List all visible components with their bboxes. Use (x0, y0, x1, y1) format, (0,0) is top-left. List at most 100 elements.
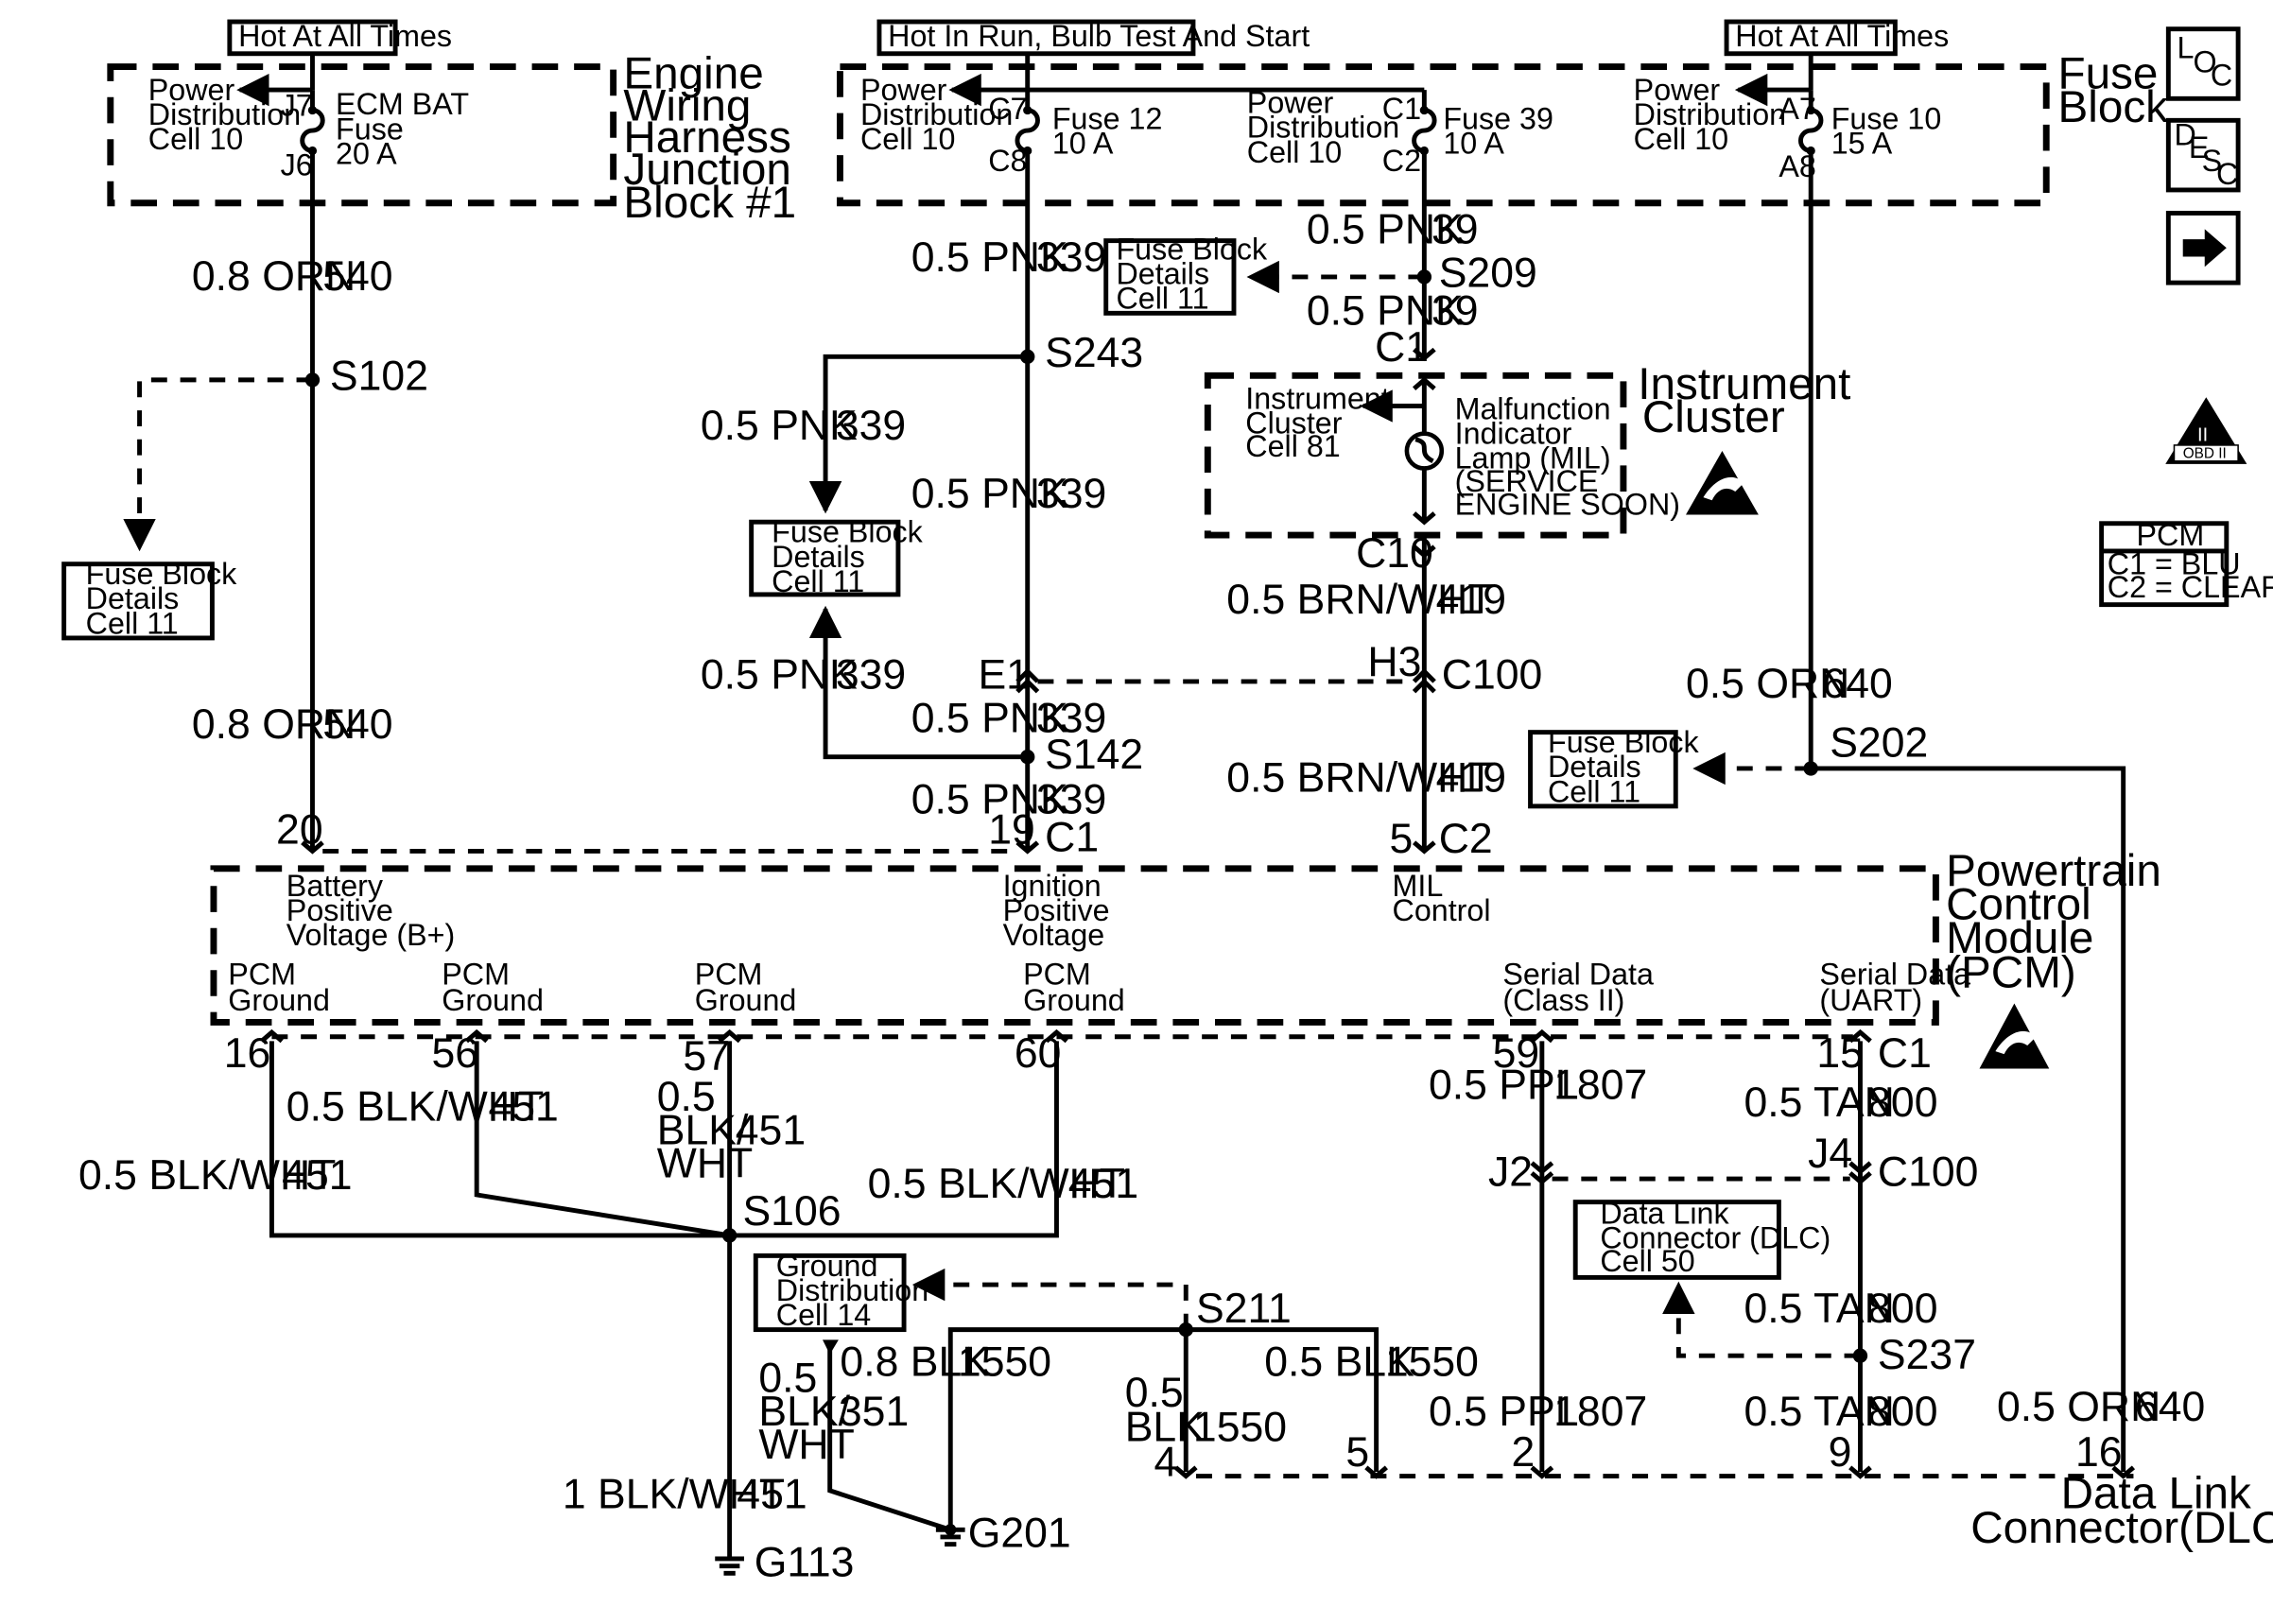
svg-text:Fuse Block: Fuse Block (1116, 233, 1267, 267)
svg-text:C7: C7 (988, 92, 1027, 126)
svg-text:Control: Control (1946, 880, 2091, 930)
svg-text:351: 351 (839, 1389, 909, 1435)
svg-text:Distribution: Distribution (776, 1273, 928, 1307)
svg-text:G113: G113 (755, 1539, 855, 1585)
svg-text:339: 339 (1036, 777, 1106, 823)
pcm-connector-legend: PCM C1 = BLU C2 = CLEAR (2099, 518, 2273, 608)
circuit-640: 0.5 ORN 640 S202 0.5 ORN 640 16 (1686, 171, 2205, 1479)
svg-text:Data Link: Data Link (2061, 1468, 2251, 1518)
data-link-connector: Data Link Connector(DLC) (1196, 1468, 2273, 1553)
svg-text:540: 540 (322, 701, 392, 748)
next-page-arrow-icon[interactable] (2165, 211, 2241, 285)
svg-text:Cell 11: Cell 11 (772, 564, 864, 598)
svg-text:C1: C1 (1045, 814, 1099, 860)
svg-text:4: 4 (1154, 1440, 1177, 1486)
svg-text:Instrument: Instrument (1638, 359, 1850, 409)
loc-icon[interactable]: L O C (2165, 26, 2241, 101)
svg-text:59: 59 (1493, 1030, 1540, 1077)
svg-text:Cluster: Cluster (1642, 392, 1785, 442)
splice-s202: S202 (1830, 720, 1928, 767)
svg-text:ENGINE SOON): ENGINE SOON) (1455, 488, 1680, 522)
svg-text:0.5 TAN: 0.5 TAN (1744, 1080, 1895, 1126)
svg-text:(Class II): (Class II) (1502, 983, 1624, 1017)
svg-text:0.5 BRN/WHT: 0.5 BRN/WHT (1226, 577, 1493, 623)
svg-text:1807: 1807 (1553, 1063, 1647, 1109)
hot-label-left: Hot At All Times (227, 19, 452, 57)
svg-text:2: 2 (1512, 1429, 1536, 1476)
svg-text:0.5 BLK/WHT: 0.5 BLK/WHT (868, 1161, 1125, 1207)
svg-text:BLK/: BLK/ (657, 1107, 749, 1153)
ref-ground-distribution[interactable]: Ground Distribution Cell 14 (753, 1249, 928, 1333)
svg-text:Power: Power (1247, 86, 1334, 120)
svg-text:Fuse Block: Fuse Block (1548, 725, 1699, 759)
svg-text:C10: C10 (1356, 530, 1433, 577)
svg-text:Control: Control (1393, 893, 1491, 927)
svg-text:Fuse Block: Fuse Block (86, 557, 237, 591)
ref-fuse-block-right[interactable]: Fuse Block Details Cell 11 (1528, 725, 1700, 809)
splice-s237: S237 (1878, 1332, 1976, 1378)
splice-s243: S243 (1045, 330, 1143, 376)
svg-text:1550: 1550 (1193, 1405, 1287, 1451)
desc-icon[interactable]: D E S C (2165, 117, 2241, 193)
svg-text:Ground: Ground (776, 1249, 878, 1283)
svg-text:(UART): (UART) (1819, 983, 1922, 1017)
svg-text:C2 = CLEAR: C2 = CLEAR (2108, 570, 2273, 604)
svg-text:0.5 PNK: 0.5 PNK (1307, 288, 1464, 335)
svg-text:0.5 BLK/WHT: 0.5 BLK/WHT (78, 1152, 336, 1199)
svg-text:20: 20 (276, 807, 323, 854)
circuit-800: 15 C1 0.5 TAN 800 J4 C100 0.5 TAN 800 S2… (1662, 1028, 1979, 1479)
svg-text:800: 800 (1867, 1080, 1937, 1126)
svg-text:0.5 BLK/WHT: 0.5 BLK/WHT (286, 1084, 544, 1131)
svg-text:419: 419 (1436, 755, 1506, 802)
engine-junction-block: Power Distribution Cell 10 J7 J6 ECM BAT… (107, 49, 796, 228)
esd-warning-icon-pcm (1979, 1003, 2050, 1069)
ref-fuse-block-left[interactable]: Fuse Block Details Cell 11 (61, 557, 238, 641)
svg-text:Distribution: Distribution (148, 97, 301, 131)
svg-text:PCM: PCM (695, 958, 763, 992)
svg-text:C2: C2 (1439, 816, 1493, 862)
svg-text:0.5 PPL: 0.5 PPL (1429, 1063, 1579, 1109)
svg-text:451: 451 (1068, 1161, 1138, 1207)
svg-text:Cell 11: Cell 11 (1116, 282, 1208, 316)
svg-text:0.5 PNK: 0.5 PNK (911, 777, 1068, 823)
svg-text:Voltage: Voltage (1003, 918, 1105, 952)
svg-text:Connector (DLC): Connector (DLC) (1600, 1221, 1831, 1255)
svg-text:O: O (2193, 45, 2216, 79)
svg-text:S: S (2202, 144, 2223, 178)
svg-text:(SERVICE: (SERVICE (1455, 464, 1599, 498)
svg-text:0.5 PNK: 0.5 PNK (1307, 207, 1464, 253)
svg-text:0.5 ORN: 0.5 ORN (1997, 1384, 2160, 1430)
ref-dlc-details[interactable]: Data Link Connector (DLC) Cell 50 (1572, 1197, 1831, 1280)
svg-text:J2: J2 (1488, 1149, 1533, 1196)
svg-text:Distribution: Distribution (1247, 111, 1399, 145)
ref-fuse-block-s209[interactable]: Fuse Block Details Cell 11 (1103, 233, 1268, 316)
svg-text:D: D (2174, 117, 2195, 151)
splice-s211: S211 (1196, 1286, 1292, 1332)
svg-text:Block: Block (2058, 82, 2169, 132)
svg-text:339: 339 (836, 403, 906, 449)
esd-warning-icon (1686, 451, 1759, 515)
svg-text:C1: C1 (1382, 92, 1421, 126)
svg-text:C2: C2 (1382, 144, 1421, 178)
svg-text:Power: Power (1634, 73, 1721, 107)
ref-fuse-block-mid[interactable]: Fuse Block Details Cell 11 (749, 515, 924, 598)
svg-text:640: 640 (1823, 661, 1893, 707)
hot-label-right: Hot At All Times (1724, 19, 1949, 57)
svg-text:C100: C100 (1878, 1149, 1979, 1196)
svg-text:19: 19 (988, 807, 1035, 854)
svg-text:Powertrain: Powertrain (1946, 846, 2161, 896)
svg-text:20 A: 20 A (336, 136, 397, 170)
svg-text:Positive: Positive (1003, 893, 1110, 927)
svg-text:Lamp (MIL): Lamp (MIL) (1455, 441, 1611, 475)
svg-text:Cell 10: Cell 10 (1634, 122, 1728, 156)
svg-text:PCM: PCM (1023, 958, 1091, 992)
svg-text:WHT: WHT (758, 1422, 854, 1468)
svg-text:Fuse 10: Fuse 10 (1831, 102, 1942, 136)
svg-text:0.5 TAN: 0.5 TAN (1744, 1286, 1895, 1332)
svg-text:Details: Details (1116, 257, 1209, 291)
svg-text:Fuse: Fuse (336, 112, 404, 146)
svg-text:Engine: Engine (623, 49, 763, 99)
svg-text:Wiring: Wiring (623, 80, 751, 130)
svg-text:Junction: Junction (623, 145, 790, 195)
svg-text:ECM BAT: ECM BAT (336, 87, 469, 121)
